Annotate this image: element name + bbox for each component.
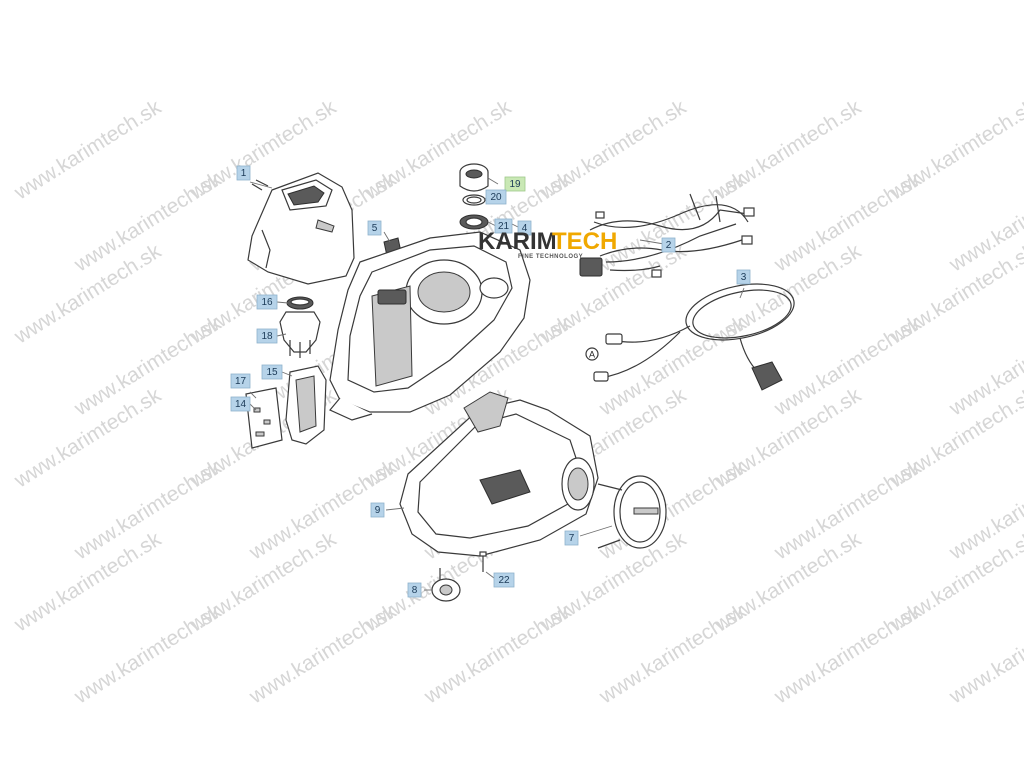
part-filler-cap [459, 163, 489, 192]
watermark-text: www.karimtech.sk [420, 599, 576, 708]
callout-14: 14 [230, 396, 251, 412]
part-power-cable: A [585, 283, 795, 391]
svg-text:16: 16 [261, 297, 273, 308]
callout-19: 19 [504, 176, 526, 192]
part-base-body [399, 391, 599, 557]
part-cap-ring [459, 214, 489, 230]
watermark-text: www.karimtech.sk [70, 599, 226, 708]
logo-tagline: FINE TECHNOLOGY [518, 254, 583, 260]
part-wheel [597, 475, 667, 549]
callout-1: 1 [236, 165, 251, 181]
svg-text:7: 7 [569, 533, 575, 544]
watermark-text: www.karimtech.sk [595, 599, 751, 708]
svg-text:9: 9 [375, 505, 381, 516]
svg-text:18: 18 [261, 331, 273, 342]
karimtech-logo: KARIM TECH FINE TECHNOLOGY [478, 228, 617, 260]
svg-text:3: 3 [741, 272, 747, 283]
svg-text:22: 22 [498, 575, 510, 586]
svg-text:2: 2 [666, 240, 672, 251]
svg-text:4: 4 [522, 223, 528, 234]
callout-8: 8 [407, 582, 422, 598]
callout-16: 16 [256, 294, 278, 310]
callout-22: 22 [493, 572, 515, 588]
part-valve-top [286, 296, 314, 310]
watermark-text: www.karimtech.sk [945, 599, 1024, 708]
callout-2: 2 [661, 237, 676, 253]
part-screw [479, 551, 487, 572]
callout-5: 5 [367, 220, 382, 236]
callout-20: 20 [485, 189, 507, 205]
svg-text:15: 15 [266, 367, 278, 378]
watermark-text: www.karimtech.sk [10, 95, 166, 204]
logo-name-part1: KARIM [478, 228, 557, 255]
connector-letter: A [589, 349, 595, 359]
callout-18: 18 [256, 328, 278, 344]
watermark-text: www.karimtech.sk [770, 599, 926, 708]
callout-9: 9 [370, 502, 385, 518]
watermark-text: www.karimtech.sk [245, 599, 401, 708]
svg-text:5: 5 [372, 223, 378, 234]
svg-text:21: 21 [498, 221, 510, 232]
svg-text:14: 14 [235, 399, 247, 410]
svg-text:17: 17 [235, 376, 247, 387]
part-bracket [285, 365, 327, 445]
part-front-cover [247, 172, 355, 285]
callout-15: 15 [261, 364, 283, 380]
svg-text:8: 8 [412, 585, 418, 596]
callout-17: 17 [230, 373, 251, 389]
callout-21: 21 [494, 218, 513, 234]
part-circuit-board [245, 387, 283, 449]
svg-text:20: 20 [490, 192, 502, 203]
logo-name-part2: TECH [552, 228, 617, 255]
part-wiring-harness [579, 193, 755, 278]
callout-4: 4 [517, 220, 532, 236]
callout-3: 3 [736, 269, 751, 285]
svg-text:19: 19 [509, 179, 521, 190]
svg-text:1: 1 [241, 168, 247, 179]
part-cap-seal [462, 194, 486, 206]
part-valve-body [279, 311, 321, 358]
part-top-housing [329, 231, 531, 421]
callout-7: 7 [564, 530, 579, 546]
